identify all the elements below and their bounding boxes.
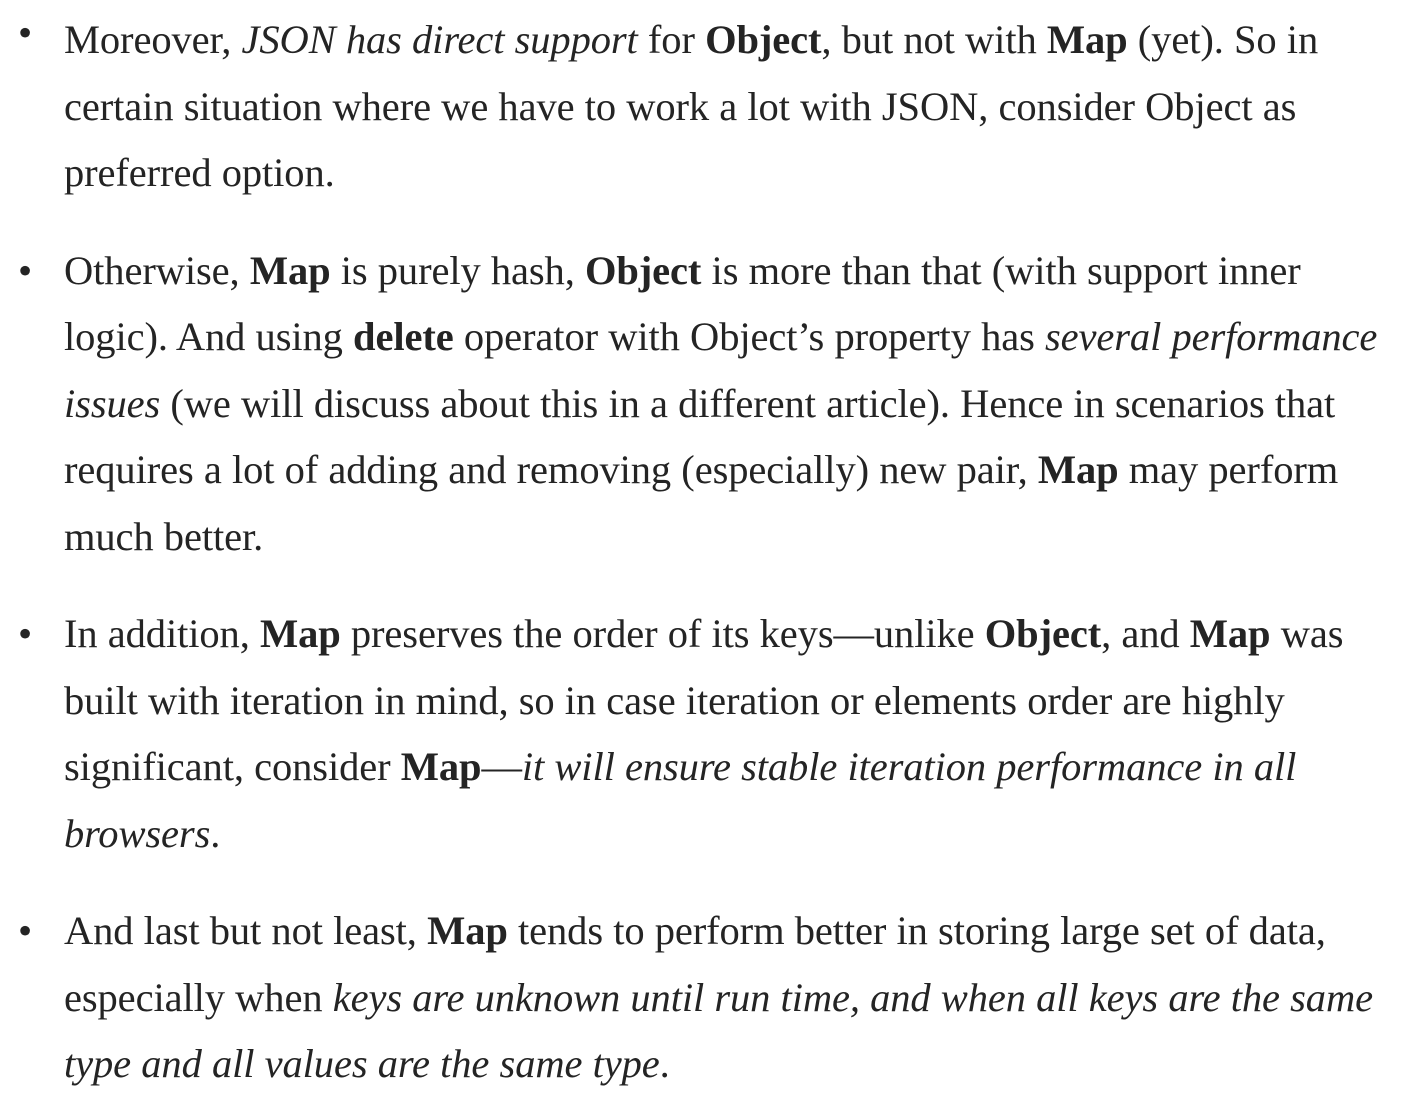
bullet-marker-icon: • xyxy=(18,908,33,953)
bold-term: Map xyxy=(259,611,341,656)
bold-term: Object xyxy=(984,611,1102,656)
italic-phrase: it will ensure stable iteration performa… xyxy=(64,744,1297,856)
text-run: operator with Object’s property has xyxy=(453,314,1045,359)
list-item-text: And last but not least, Map tends to per… xyxy=(64,898,1392,1098)
text-run: . xyxy=(659,1041,670,1086)
bold-term: Map xyxy=(1046,17,1128,62)
bold-term: Map xyxy=(249,247,331,293)
text-run: — xyxy=(481,744,522,789)
text-run: (yet). So in certain situation where we … xyxy=(64,17,1319,195)
list-item: • And last but not least, Map tends to pe… xyxy=(0,898,1392,1098)
text-run: was built with iteration in mind, so in … xyxy=(64,611,1344,789)
text-run: for xyxy=(637,17,706,62)
text-run: In addition, xyxy=(64,611,260,656)
text-run: (we will discuss about this in a differe… xyxy=(64,380,1336,493)
bullet-marker-icon: • xyxy=(18,10,33,55)
bold-term: Object xyxy=(705,17,822,62)
italic-phrase: JSON has direct support xyxy=(241,17,638,62)
bold-term: Map xyxy=(427,908,508,953)
bold-term: Map xyxy=(400,744,482,789)
text-run: preserves the order of its keys—unlike xyxy=(340,611,985,656)
list-item: • Moreover, JSON has direct support for O… xyxy=(0,0,1392,207)
bold-term: delete xyxy=(353,314,454,359)
text-run: Moreover, xyxy=(64,17,242,62)
bold-term: Object xyxy=(584,247,702,293)
text-run: tends to perform better in storing large… xyxy=(64,908,1326,1020)
text-run: Otherwise, xyxy=(64,247,250,293)
text-run: , and xyxy=(1101,611,1190,656)
bullet-marker-icon: • xyxy=(18,247,33,293)
text-run: And last but not least, xyxy=(64,908,428,953)
text-run: , but not with xyxy=(821,17,1047,62)
text-run: may perform much better. xyxy=(64,447,1339,559)
text-run: . xyxy=(210,810,221,856)
list-item-text: Moreover, JSON has direct support for Ob… xyxy=(64,7,1392,207)
list-item: • In addition, Map preserves the order of… xyxy=(0,601,1392,867)
italic-phrase: several performance issues xyxy=(64,314,1378,426)
text-run: is more than that (with support inner lo… xyxy=(64,247,1301,360)
list-item-text: In addition, Map preserves the order of … xyxy=(64,601,1392,867)
bold-term: Map xyxy=(1189,611,1271,656)
bold-term: Map xyxy=(1037,447,1119,492)
italic-phrase: keys are unknown until run time, and whe… xyxy=(64,974,1373,1087)
bullet-marker-icon: • xyxy=(18,611,33,656)
list-item-text: Otherwise, Map is purely hash, Object is… xyxy=(64,238,1392,571)
list-item: • Otherwise, Map is purely hash, Object i… xyxy=(0,238,1392,571)
text-run: is purely hash, xyxy=(330,247,585,293)
